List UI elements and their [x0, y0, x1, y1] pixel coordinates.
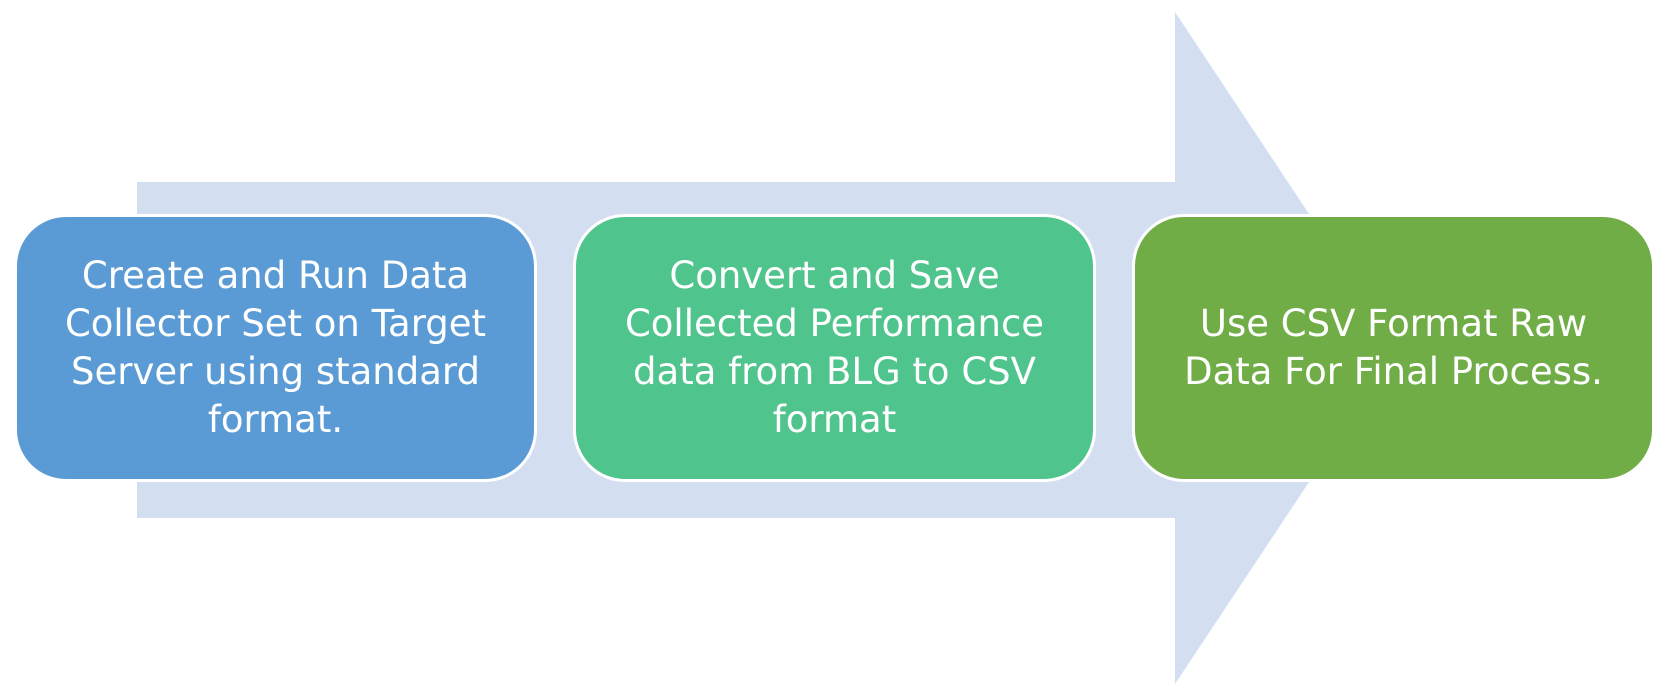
step-3-label: Use CSV Format Raw Data For Final Proces… — [1184, 301, 1603, 393]
step-2-box: Convert and Save Collected Performance d… — [573, 214, 1096, 482]
step-1-box: Create and Run Data Collector Set on Tar… — [14, 214, 537, 482]
step-1-label: Create and Run Data Collector Set on Tar… — [64, 253, 487, 442]
step-3-box: Use CSV Format Raw Data For Final Proces… — [1132, 214, 1655, 482]
step-2-label: Convert and Save Collected Performance d… — [624, 253, 1045, 442]
